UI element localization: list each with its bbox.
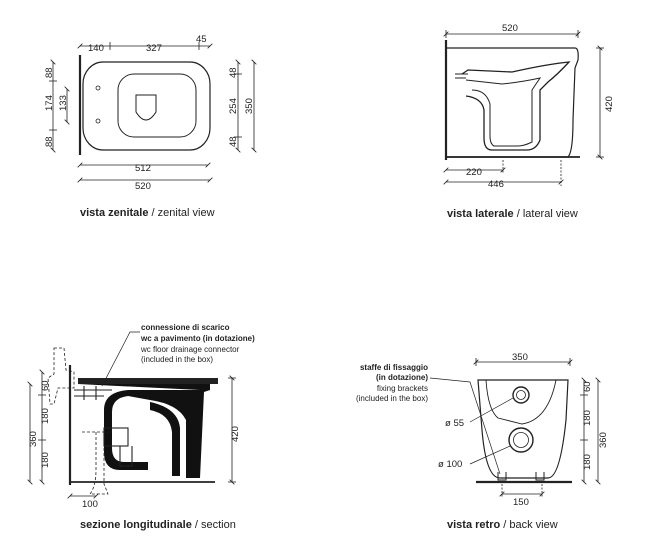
fixing-bracket-right: [535, 472, 545, 481]
drain-collar: [103, 427, 129, 447]
caption-lateral-rest: / lateral view: [513, 208, 578, 220]
callout-line-1: connessione di scarico: [141, 323, 230, 332]
dim-174: 174: [44, 95, 55, 111]
dim-520: 520: [502, 23, 518, 34]
dim-350: 350: [244, 98, 255, 114]
trap-outer: [461, 61, 571, 151]
dim-360: 360: [598, 432, 609, 448]
fixing-bracket-left: [497, 472, 507, 481]
floor-drain: [82, 431, 110, 495]
lateral-view: [446, 30, 604, 186]
dim-88-bottom: 88: [44, 136, 55, 147]
caption-section-rest: / section: [191, 519, 236, 531]
dim-48-top: 48: [228, 67, 239, 78]
back-view-text: staffe di fissaggio (in dotazione) fixin…: [356, 352, 609, 508]
callout-line-1: staffe di fissaggio: [360, 363, 428, 372]
cistern-outline: [47, 347, 75, 405]
caption-zenital: vista zenitale / zenital view: [80, 207, 215, 219]
dim-60: 60: [582, 381, 593, 392]
dim-150: 150: [513, 497, 529, 508]
caption-lateral-bold: vista laterale: [447, 208, 514, 220]
d100-leader: [469, 445, 511, 465]
caption-zenital-bold: vista zenitale: [80, 207, 149, 219]
caption-section: sezione longitudinale / section: [80, 519, 236, 531]
bowl-body: [78, 384, 210, 478]
trap-section: [150, 402, 180, 476]
dim-180-lower: 180: [40, 452, 51, 468]
callout-line-2: wc a pavimento (in dotazione): [140, 334, 255, 343]
caption-back-rest: / back view: [500, 519, 558, 531]
outlet-100-outer: [508, 427, 534, 453]
dim-327: 327: [146, 43, 162, 54]
callout-line-4: (included in the box): [141, 355, 213, 364]
bowl-outline: [82, 61, 211, 151]
lateral-view-dims: 520 420 220 446: [466, 23, 615, 190]
dim-220: 220: [466, 167, 482, 178]
dim-360: 360: [28, 431, 39, 447]
dim-512: 512: [135, 163, 151, 174]
caption-zenital-rest: / zenital view: [148, 207, 215, 219]
drain-fitting: [119, 446, 133, 467]
dim-180-lower: 180: [582, 454, 593, 470]
fixing-hole-top: [95, 85, 101, 91]
dim-420: 420: [230, 426, 241, 442]
caption-back: vista retro / back view: [447, 519, 558, 531]
drain-connector: [74, 386, 112, 400]
caption-back-bold: vista retro: [447, 519, 501, 531]
seat-opening: [117, 73, 197, 138]
callout-line-2: (in dotazione): [376, 373, 428, 382]
body-outline: [477, 379, 569, 479]
dim-133: 133: [58, 95, 69, 111]
outlet-100-inner: [513, 432, 529, 448]
dim-180-upper: 180: [582, 410, 593, 426]
callout-line-4: (included in the box): [356, 394, 428, 403]
callout-line-3: wc floor drainage connector: [140, 345, 240, 354]
dim-254: 254: [228, 98, 239, 114]
section-view-text: connessione di scarico wc a pavimento (i…: [28, 323, 255, 510]
d55-leader: [469, 397, 514, 423]
dim-60: 60: [40, 380, 51, 391]
back-view: [429, 358, 598, 498]
dim-420: 420: [604, 96, 615, 112]
fixing-hole-bottom: [95, 118, 101, 124]
bowl-hole: [135, 94, 157, 121]
callout-line-3: fixing brackets: [377, 384, 428, 393]
dim-520: 520: [135, 181, 151, 192]
bracket-leader: [429, 377, 501, 475]
bowl-outline: [446, 47, 579, 158]
dim-45: 45: [196, 34, 207, 45]
dim-100: 100: [82, 499, 98, 510]
inlet-pipe: [455, 73, 468, 79]
dim-350: 350: [512, 352, 528, 363]
dim-88-top: 88: [44, 67, 55, 78]
dim-446: 446: [488, 179, 504, 190]
dim-d100: ø 100: [438, 459, 462, 470]
section-view: [30, 331, 236, 496]
dim-140: 140: [88, 43, 104, 54]
inlet-55-inner: [516, 390, 526, 400]
dim-d55: ø 55: [445, 418, 464, 429]
trap-inner: [465, 77, 542, 147]
callout-leader: [101, 331, 140, 387]
inlet-55-outer: [512, 386, 530, 404]
inner-contour: [485, 379, 557, 425]
seat-rim: [78, 378, 218, 384]
zenital-view-dims: 140 327 45 512 520 88 174 133 88 48 254 …: [44, 34, 255, 192]
caption-lateral: vista laterale / lateral view: [447, 208, 578, 220]
caption-section-bold: sezione longitudinale: [80, 519, 192, 531]
zenital-view: [49, 42, 254, 180]
dim-180-upper: 180: [40, 408, 51, 424]
dim-48-bottom: 48: [228, 136, 239, 147]
